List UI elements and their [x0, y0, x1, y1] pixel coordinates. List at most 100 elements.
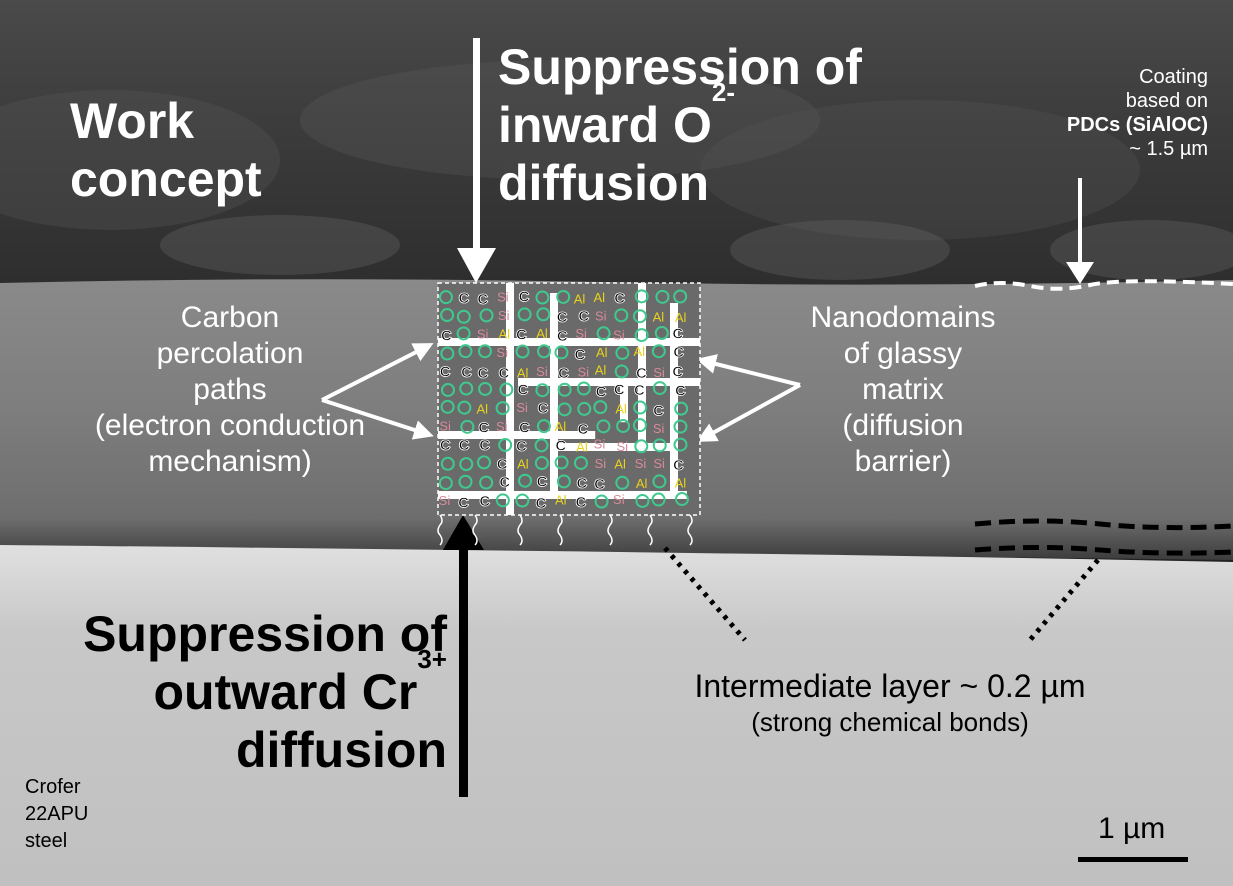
coating-boundary-line [974, 279, 1233, 291]
silicon-atom: Si [577, 364, 589, 379]
carbon-atom: C [537, 474, 548, 491]
intermediate-leader-left [663, 546, 747, 642]
carbon-atom: C [675, 382, 686, 399]
aluminium-atom: Al [574, 291, 586, 306]
carbon-arrow-upper [321, 343, 434, 402]
carbon-atom: C [519, 289, 530, 306]
oxygen-ring [634, 328, 649, 343]
chromium-heading: Suppression of outward Cr3+ diffusion [47, 605, 447, 779]
oxygen-ring [614, 364, 629, 379]
steel-label: Crofer 22APU steel [25, 774, 88, 855]
oxygen-ring [635, 493, 650, 508]
oxygen-ring [515, 493, 530, 508]
carbon-atom: C [518, 382, 529, 399]
oxygen-arrow [457, 38, 496, 283]
aluminium-atom: Al [614, 457, 626, 472]
oxygen-ring [655, 289, 670, 304]
silicon-atom: Si [477, 327, 489, 342]
scale-bar [1078, 857, 1188, 862]
nanodomain-label: Nanodomains of glassy matrix (diffusion … [778, 300, 1028, 480]
nanodomain-arrow-lower [696, 383, 801, 442]
carbon-atom: C [536, 495, 547, 512]
oxygen-heading: Suppression of inward O2- diffusion [498, 38, 862, 212]
oxygen-ring [632, 418, 647, 433]
oxygen-ring [573, 455, 588, 470]
carbon-path-h [438, 491, 687, 499]
oxygen-heading-charge: 2- [711, 77, 736, 107]
oxygen-ring [652, 474, 667, 489]
oxygen-ring [652, 438, 667, 453]
carbon-atom: C [461, 364, 472, 381]
intermediate-label-line1: Intermediate layer ~ 0.2 µm [694, 668, 1086, 704]
silicon-atom: Si [496, 419, 508, 434]
coating-label-line2: based on [1125, 90, 1208, 112]
oxygen-ring [596, 326, 611, 341]
bond-anchor [517, 514, 523, 546]
carbon-atom: C [516, 438, 527, 455]
oxygen-heading-line3: diffusion [498, 155, 710, 211]
oxygen-ring [534, 456, 549, 471]
steel-label-line1: Crofer [25, 776, 81, 798]
coating-thickness-arrow [1066, 178, 1094, 284]
carbon-atom: C [458, 494, 469, 511]
bond-anchor [647, 514, 653, 546]
aluminium-atom: Al [536, 326, 548, 341]
bond-anchor [472, 514, 478, 546]
oxygen-ring [557, 382, 572, 397]
aluminium-atom: Al [653, 309, 665, 324]
oxygen-ring [556, 474, 571, 489]
carbon-atom: C [578, 308, 589, 325]
silicon-atom: Si [516, 400, 528, 415]
intermediate-label: Intermediate layer ~ 0.2 µm (strong chem… [640, 668, 1140, 740]
carbon-label-line3: paths [193, 373, 267, 406]
carbon-atom: C [578, 421, 589, 438]
oxygen-ring [495, 493, 510, 508]
aluminium-atom: Al [498, 326, 510, 341]
silicon-atom: Si [496, 345, 508, 360]
silicon-atom: Si [575, 326, 587, 341]
carbon-atom: C [575, 346, 586, 363]
carbon-atom: C [478, 420, 489, 437]
carbon-atom: C [459, 437, 470, 454]
intermediate-label-line2: (strong chemical bonds) [751, 707, 1029, 737]
silicon-atom: Si [439, 418, 451, 433]
oxygen-ring [536, 344, 551, 359]
carbon-atom: C [575, 494, 586, 511]
chromium-heading-main: outward Cr [153, 664, 418, 720]
aluminium-atom: Al [675, 310, 687, 325]
oxygen-ring [654, 326, 669, 341]
carbon-atom: C [497, 456, 508, 473]
nanodomain-label-line5: barrier) [854, 445, 952, 478]
intermediate-upper-line [974, 518, 1233, 531]
steel-substrate [0, 545, 1233, 886]
aluminium-atom: Al [675, 476, 687, 491]
nanodomain-label-line4: (diffusion [842, 409, 964, 442]
oxygen-ring [440, 456, 455, 471]
carbon-atom: C [636, 365, 647, 382]
oxygen-ring [556, 289, 571, 304]
oxygen-heading-main: inward O [498, 97, 712, 153]
oxygen-ring [633, 400, 648, 415]
carbon-path-v [670, 303, 678, 492]
carbon-atom: C [594, 476, 605, 493]
carbon-atom: C [555, 437, 566, 454]
carbon-atom: C [479, 493, 490, 510]
chromium-arrow [443, 515, 484, 797]
carbon-label-line1: Carbon [180, 301, 280, 334]
aluminium-atom: Al [615, 401, 627, 416]
oxygen-ring [440, 399, 455, 414]
oxygen-ring [577, 401, 592, 416]
carbon-arrow-lower [321, 398, 434, 440]
concept-title: Work concept [70, 92, 262, 208]
concept-title-line1: Work [70, 93, 195, 149]
oxygen-ring [498, 437, 513, 452]
nanodomain-label-line1: Nanodomains [810, 301, 996, 334]
carbon-path-h [558, 443, 674, 451]
aluminium-atom: Al [555, 419, 567, 434]
oxygen-ring [596, 419, 611, 434]
oxygen-ring [634, 289, 649, 304]
carbon-atom: C [614, 381, 625, 398]
